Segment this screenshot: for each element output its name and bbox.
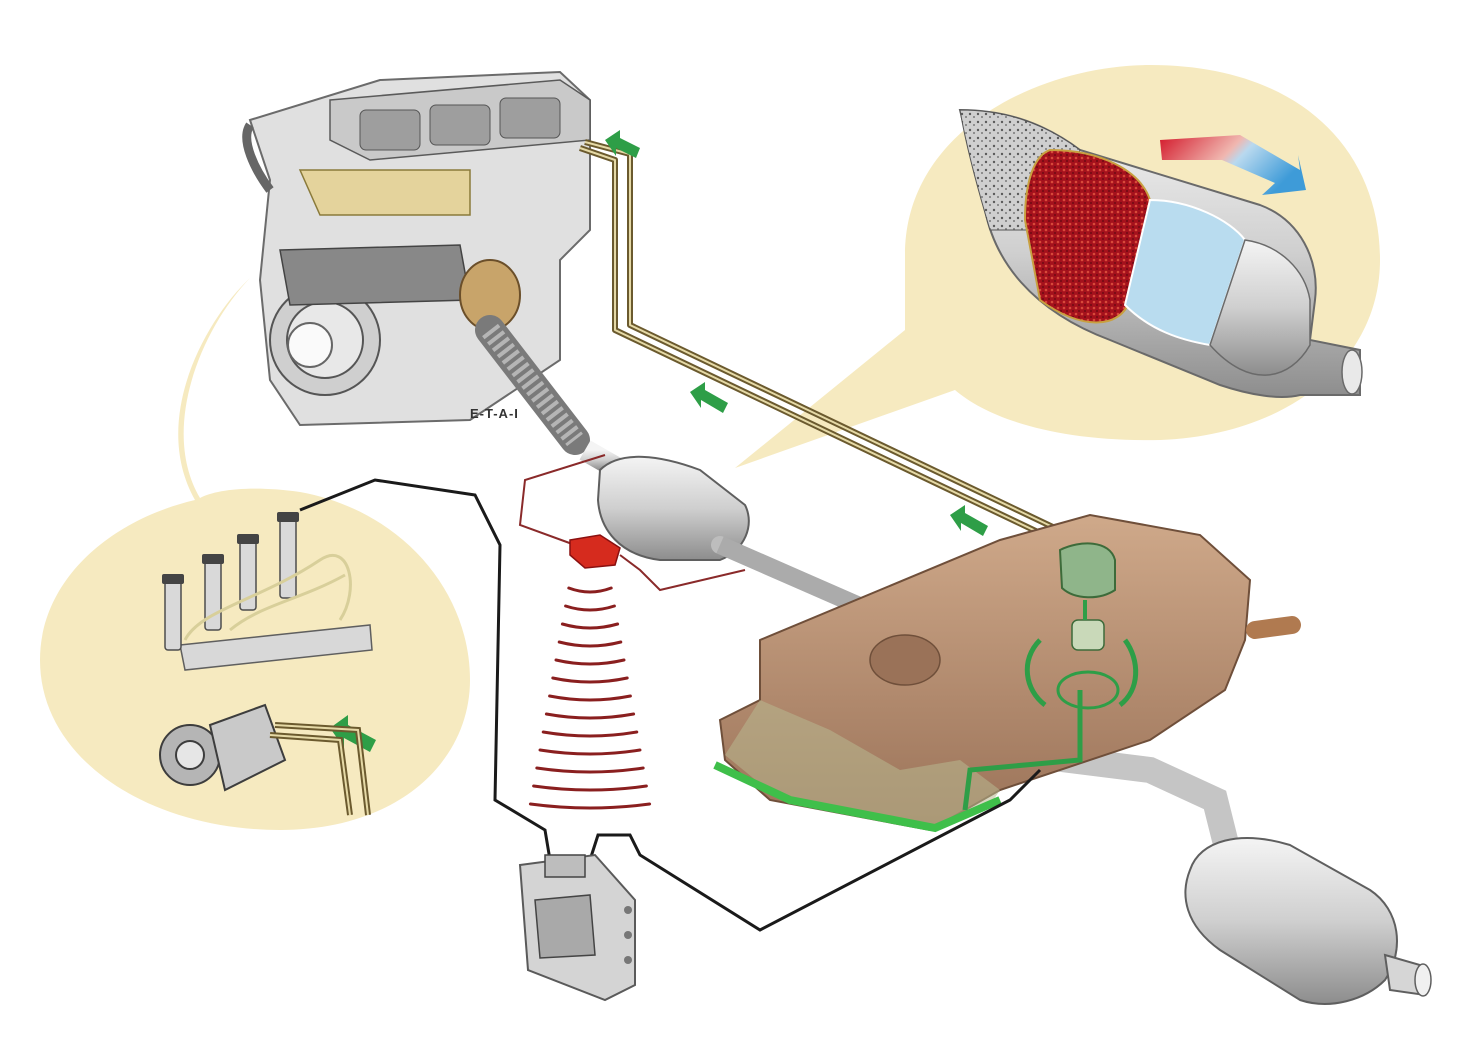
exhaust-muffler bbox=[1184, 837, 1432, 1005]
flow-arrow-tank bbox=[950, 505, 988, 536]
signal-wave-arc bbox=[532, 784, 648, 792]
ecu-wiring bbox=[299, 478, 1042, 932]
signal-wave-arc bbox=[554, 658, 626, 666]
injector-rail bbox=[162, 512, 373, 671]
signal-wave-arc bbox=[564, 604, 616, 612]
high-pressure-pump bbox=[159, 703, 371, 816]
pressure-sensor bbox=[569, 534, 621, 569]
signal-wave-arc bbox=[535, 766, 645, 774]
signal-wave-arc bbox=[560, 622, 620, 630]
particulate-filter-cutaway bbox=[958, 108, 1363, 398]
signal-wave-arc bbox=[528, 802, 652, 810]
sensor-signal-waves bbox=[528, 586, 652, 810]
signal-wave-arc bbox=[544, 712, 636, 720]
fuel-return-lines bbox=[579, 139, 1082, 548]
hot-to-cold-arrow bbox=[1160, 135, 1306, 195]
signal-wave-arc bbox=[551, 676, 629, 684]
pressure-sensor-lines bbox=[518, 454, 746, 592]
signal-wave-arc bbox=[567, 586, 613, 594]
signal-wave-arc bbox=[538, 748, 642, 756]
flow-arrow-top bbox=[605, 130, 640, 158]
engine-label: E-T-A-I bbox=[470, 406, 519, 421]
signal-wave-arc bbox=[557, 640, 623, 648]
signal-wave-arc bbox=[548, 694, 632, 702]
signal-wave-arc bbox=[541, 730, 639, 738]
fuel-tank bbox=[713, 513, 1301, 833]
flow-arrow-mid bbox=[690, 382, 728, 413]
engine-control-unit bbox=[518, 853, 636, 1002]
